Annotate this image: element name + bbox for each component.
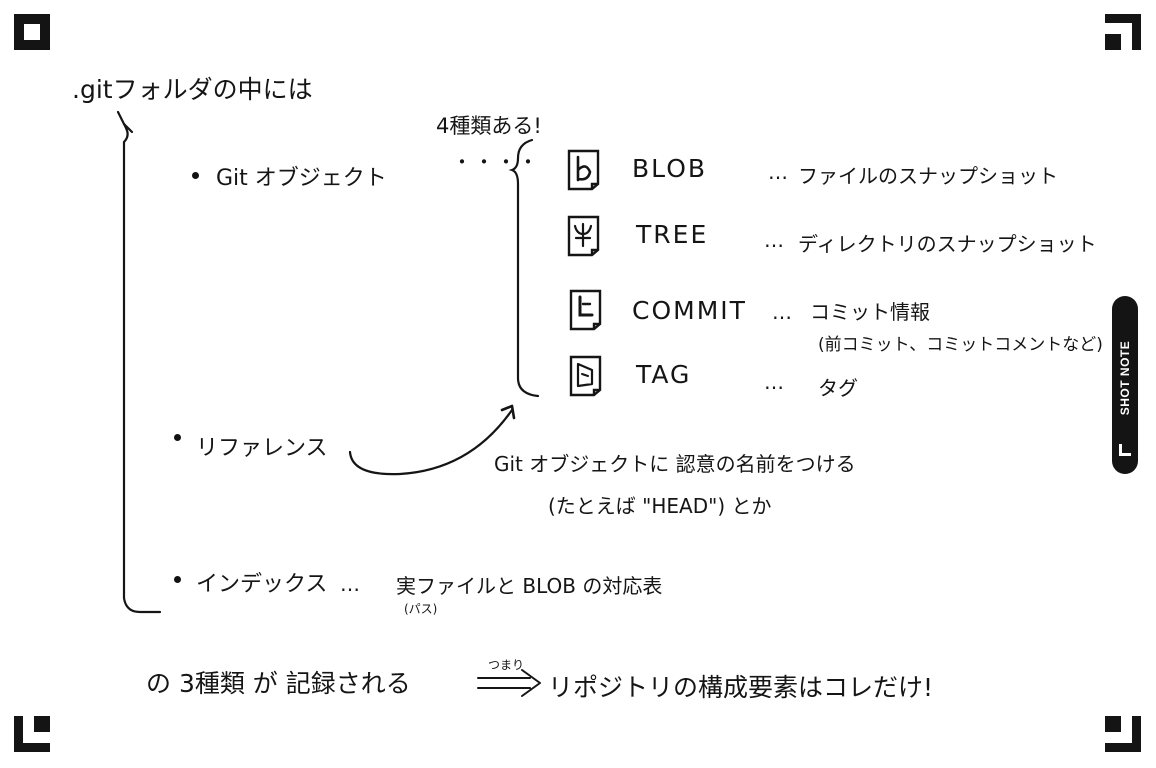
tag-icon (569, 355, 602, 397)
shot-note-badge: SHOT NOTE (1112, 296, 1138, 474)
object-desc: タグ (818, 376, 858, 400)
bullet-references: リファレンス (196, 436, 328, 461)
shot-note-label: SHOT NOTE (1118, 340, 1132, 416)
reference-note-line1: Git オブジェクトに 認意の名前をつける (494, 452, 856, 476)
object-name: COMMIT (632, 296, 747, 325)
bullet-dot (192, 172, 199, 179)
object-name: TREE (636, 220, 709, 249)
summary-part1: の 3種類 が 記録される (146, 669, 411, 698)
shot-note-logo-icon (1119, 444, 1131, 456)
reference-arrow (348, 408, 514, 476)
corner-marker-bottom-right (1105, 716, 1141, 752)
bullet-dot (174, 576, 181, 583)
blob-icon (567, 149, 600, 191)
bullet-git-objects: Git オブジェクト (216, 166, 387, 191)
corner-marker-top-left (14, 14, 50, 50)
summary-double-arrow (477, 669, 541, 697)
count-note: 4種類ある! (436, 114, 542, 138)
summary-part2: リポジトリの構成要素はコレだけ! (548, 673, 934, 702)
object-name: TAG (636, 360, 692, 389)
index-dots: … (340, 572, 360, 596)
main-bracket (116, 110, 162, 614)
object-brace (508, 138, 540, 398)
object-dots: … (768, 160, 788, 184)
object-dots: … (764, 370, 784, 394)
heading: .gitフォルダの中には (72, 75, 313, 104)
object-dots: … (772, 300, 792, 324)
commit-icon (569, 289, 602, 331)
object-desc-detail: (前コミット、コミットコメントなど) (818, 335, 1103, 355)
object-desc: コミット情報 (810, 300, 930, 324)
tree-icon (567, 215, 600, 257)
bullet-index: インデックス (196, 572, 328, 597)
object-name: BLOB (632, 154, 708, 183)
object-desc: ディレクトリのスナップショット (798, 232, 1097, 256)
index-desc: 実ファイルと BLOB の対応表 (396, 574, 663, 598)
corner-marker-bottom-left (14, 716, 50, 752)
object-dots: … (764, 228, 784, 252)
reference-note-line2: (たとえば "HEAD") とか (548, 494, 772, 518)
leader-dots: ・・・・ (452, 150, 540, 174)
summary-arrow-label: つまり (488, 658, 525, 672)
bullet-dot (174, 434, 181, 441)
corner-marker-top-right (1105, 14, 1141, 50)
index-sub: (パス) (404, 602, 438, 616)
object-desc: ファイルのスナップショット (798, 164, 1058, 188)
